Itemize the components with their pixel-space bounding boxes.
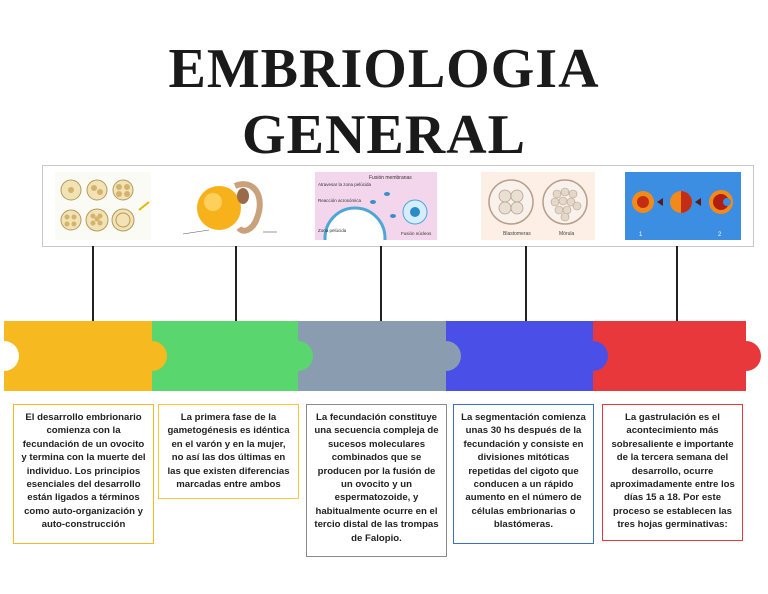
fecundacion-thumb-label-5: Fusión núcleos xyxy=(401,231,432,236)
gastrulacion-thumb-label-2: 2 xyxy=(718,232,722,238)
segmentacion-thumb-label-2: Mórula xyxy=(559,231,575,237)
desc-gameto: La primera fase de la gametogénesis es i… xyxy=(158,404,299,499)
segmentacion-thumb-label-1: Blastomeras xyxy=(503,231,531,237)
gastrulation-image: 1 2 xyxy=(625,172,741,240)
page-title-line-1: EMBRIOLOGIA xyxy=(168,38,600,100)
desc-fecundacion-text: La fecundación constituye una secuencia … xyxy=(314,412,439,544)
band-label-gameto: GAMETO GENENSIS xyxy=(160,0,310,70)
gamete-image xyxy=(173,172,281,240)
desc-embriologia: El desarrollo embrionario comienza con l… xyxy=(13,404,154,544)
connector-3 xyxy=(380,246,382,322)
fecundacion-thumb-label-4: Zona pelúcida xyxy=(318,228,347,233)
desc-segmentacion: La segmentación comienza unas 30 hs desp… xyxy=(453,404,594,544)
fecundacion-thumb-label-2: Atravesar la zona pelúcida xyxy=(318,182,372,187)
embryo-stages-image xyxy=(55,172,151,240)
band-label-gameto-line2: GENENSIS xyxy=(196,19,274,35)
band-label-embriologia: EMBRIOLOGIA GENE xyxy=(14,27,166,43)
segmentation-image: Blastomeras Mórula xyxy=(481,172,595,240)
desc-gameto-text: La primera fase de la gametogénesis es i… xyxy=(167,412,290,491)
connector-4 xyxy=(525,246,527,322)
band-label-gastrulacion: GASTRULACION xyxy=(615,27,735,43)
page-title-line-2: GENERAL xyxy=(242,104,526,166)
connector-5 xyxy=(676,246,678,322)
desc-gastrulacion-text: La gastrulación es el acontecimiento más… xyxy=(610,412,735,531)
band-label-segmentacion: SEGMENTACION xyxy=(469,27,589,43)
desc-embriologia-text: El desarrollo embrionario comienza con l… xyxy=(21,412,146,531)
band-label-fecundacion: FECUNDACION xyxy=(326,27,436,43)
fecundacion-thumb-label-3: Reacción acrosómica xyxy=(318,198,362,203)
band-label-gameto-line1: GAMETO xyxy=(202,35,268,51)
gastrulacion-thumb-label-1: 1 xyxy=(639,232,643,238)
band-gameto xyxy=(152,321,317,391)
fertilization-image: Fusión membranas Atravesar la zona pelúc… xyxy=(315,172,437,240)
connector-2 xyxy=(235,246,237,322)
fecundacion-thumb-label-1: Fusión membranas xyxy=(369,175,412,181)
band-fecundacion xyxy=(298,321,467,391)
connector-1 xyxy=(92,246,94,322)
band-gastrulacion xyxy=(593,321,761,391)
band-segmentacion xyxy=(446,321,613,391)
desc-segmentacion-text: La segmentación comienza unas 30 hs desp… xyxy=(461,412,586,531)
stage-bands xyxy=(4,321,761,391)
image-strip: Fusión membranas Atravesar la zona pelúc… xyxy=(42,165,754,247)
desc-gastrulacion: La gastrulación es el acontecimiento más… xyxy=(602,404,743,541)
band-embriologia xyxy=(4,321,173,391)
desc-fecundacion: La fecundación constituye una secuencia … xyxy=(306,404,447,557)
